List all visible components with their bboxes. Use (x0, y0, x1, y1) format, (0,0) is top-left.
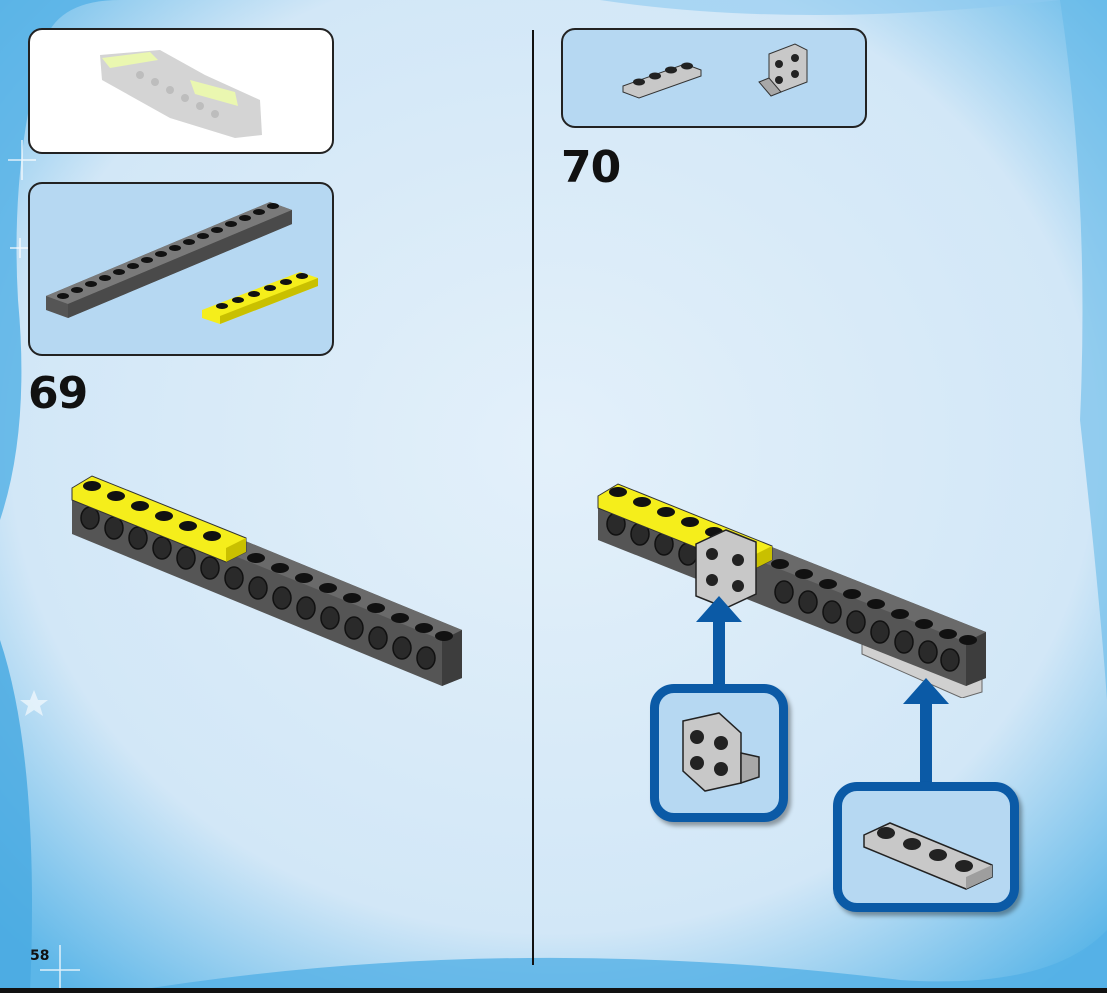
step-69-assembly (60, 460, 480, 700)
lego-model-preview (30, 30, 332, 152)
page-number: 58 (30, 948, 49, 964)
plate-1x4-gray-icon (842, 791, 1010, 903)
plate-1x6-yellow-icon (202, 272, 318, 324)
up-arrow-icon-2 (901, 678, 951, 786)
model-preview-panel (28, 28, 334, 154)
bracket-callout (650, 684, 788, 822)
step-70-assembly (590, 468, 1000, 698)
up-arrow-icon (694, 596, 744, 688)
step-number-69: 69 (28, 368, 87, 419)
step-69-parts-panel (28, 182, 334, 356)
plate-1x4-gray-icon (623, 63, 701, 99)
plate-callout (833, 782, 1019, 912)
step-number-70: 70 (561, 142, 620, 193)
bracket-2x2-gray-icon (759, 44, 807, 96)
step-70-parts-panel (561, 28, 867, 128)
bracket-2x2-gray-icon (659, 693, 779, 813)
